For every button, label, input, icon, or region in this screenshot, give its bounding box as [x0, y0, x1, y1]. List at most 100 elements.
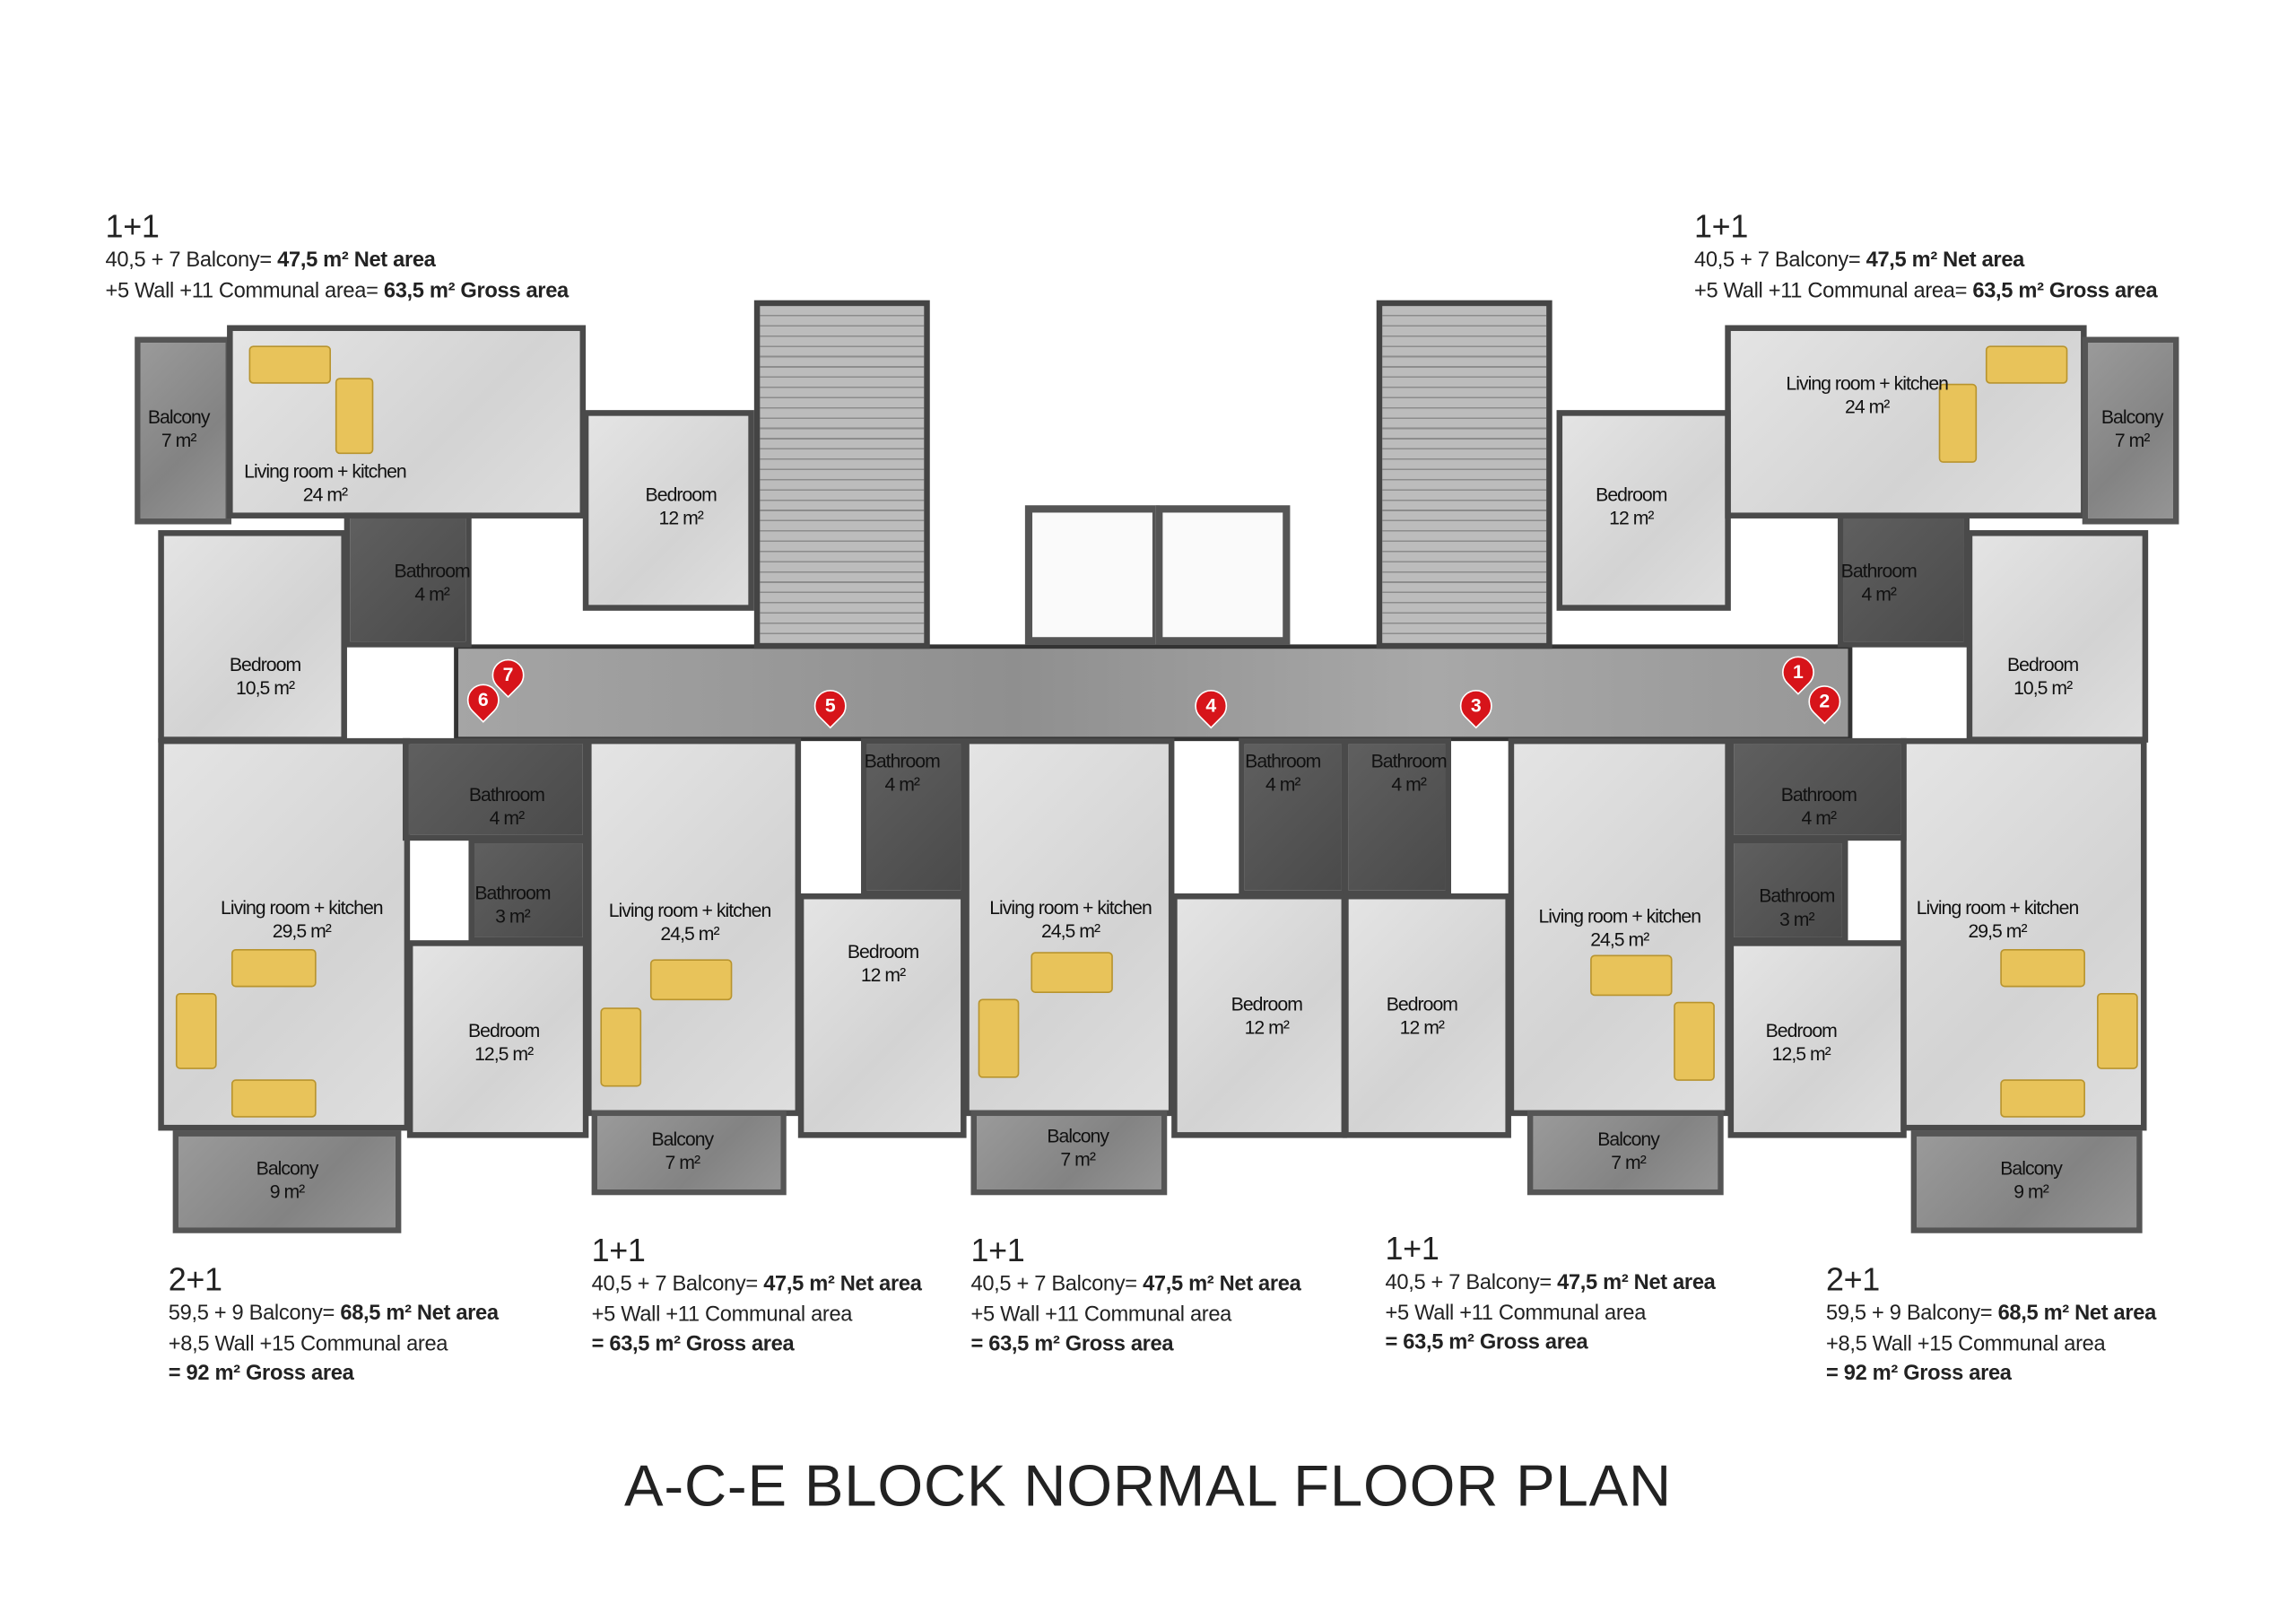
gross-formula: +5 Wall +11 Communal area= [105, 279, 378, 303]
room-balcony [172, 1130, 402, 1233]
room-balcony [970, 1110, 1168, 1196]
room-bathroom [402, 737, 589, 841]
gross-area: 63,5 m² Gross area [1972, 279, 2158, 303]
unit-info-bottom-4: 1+1 40,5 + 7 Balcony= 47,5 m² Net area +… [1386, 1230, 1716, 1358]
gross-formula: +5 Wall +11 Communal area [970, 1302, 1232, 1327]
sofa-icon [335, 378, 374, 455]
room-balcony [135, 336, 231, 525]
unit-type: 1+1 [591, 1232, 646, 1268]
sofa-icon [2097, 992, 2138, 1069]
sofa-icon [1938, 383, 1978, 463]
sofa-icon [248, 345, 331, 384]
unit-info-top-right: 1+1 40,5 + 7 Balcony= 47,5 m² Net area +… [1694, 207, 2158, 306]
room-bedroom [406, 940, 589, 1138]
unit-type: 2+1 [168, 1260, 222, 1298]
net-area: 47,5 m² Net area [1557, 1271, 1716, 1295]
room-bedroom [1556, 410, 1731, 611]
net-formula: 59,5 + 9 Balcony= [1825, 1302, 1993, 1326]
room-balcony [1910, 1130, 2143, 1233]
room-bedroom [582, 410, 754, 611]
net-formula: 59,5 + 9 Balcony= [168, 1302, 335, 1326]
room-bathroom [1838, 512, 1970, 648]
sofa-icon [230, 948, 317, 988]
gross-area: = 92 m² Gross area [168, 1362, 354, 1386]
corridor [454, 644, 1853, 742]
gross-area: 63,5 m² Gross area [383, 279, 569, 303]
net-area: 68,5 m² Net area [340, 1302, 499, 1326]
sofa-icon [1985, 345, 2068, 384]
room-bathroom [468, 837, 589, 944]
net-formula: 40,5 + 7 Balcony= [970, 1272, 1137, 1296]
sofa-icon [978, 998, 1020, 1078]
net-formula: 40,5 + 7 Balcony= [1385, 1271, 1552, 1295]
net-formula: 40,5 + 7 Balcony= [105, 248, 273, 273]
unit-info-bottom-5: 2+1 59,5 + 9 Balcony= 68,5 m² Net area +… [1826, 1261, 2156, 1390]
net-area: 47,5 m² Net area [1866, 248, 2025, 273]
unit-info-bottom-3: 1+1 40,5 + 7 Balcony= 47,5 m² Net area +… [970, 1232, 1300, 1360]
gross-formula: +8,5 Wall +15 Communal area [168, 1331, 448, 1356]
gross-formula: +5 Wall +11 Communal area [1385, 1301, 1647, 1325]
room-bedroom [1727, 940, 1907, 1138]
elevator-right [1155, 505, 1291, 645]
gross-area: = 63,5 m² Gross area [970, 1332, 1174, 1356]
sofa-icon [2000, 1079, 2085, 1118]
net-formula: 40,5 + 7 Balcony= [591, 1272, 759, 1296]
unit-type: 1+1 [105, 207, 160, 245]
net-area: 47,5 m² Net area [763, 1272, 922, 1296]
room-bathroom [1727, 837, 1848, 944]
net-formula: 40,5 + 7 Balcony= [1694, 248, 1861, 273]
sofa-icon [649, 959, 733, 1001]
unit-info-bottom-1: 2+1 59,5 + 9 Balcony= 68,5 m² Net area +… [169, 1261, 499, 1390]
sofa-icon [230, 1079, 317, 1118]
room-bathroom [344, 512, 472, 648]
room-balcony [591, 1110, 787, 1196]
gross-area: = 63,5 m² Gross area [1385, 1331, 1588, 1355]
net-area: 47,5 m² Net area [1143, 1272, 1301, 1296]
gross-area: = 63,5 m² Gross area [591, 1332, 795, 1356]
room-bedroom [158, 530, 347, 743]
unit-info-bottom-2: 1+1 40,5 + 7 Balcony= 47,5 m² Net area +… [592, 1232, 922, 1360]
staircase-left [753, 300, 930, 649]
elevator-left [1024, 505, 1161, 645]
gross-formula: +5 Wall +11 Communal area= [1694, 279, 1968, 303]
sofa-icon [1674, 1001, 1715, 1081]
unit-info-top-left: 1+1 40,5 + 7 Balcony= 47,5 m² Net area +… [105, 207, 570, 306]
room-balcony [1526, 1110, 1724, 1196]
gross-formula: +5 Wall +11 Communal area [591, 1302, 853, 1327]
room-bedroom [1171, 893, 1348, 1138]
room-balcony [2082, 336, 2179, 525]
sofa-icon [600, 1007, 642, 1087]
room-bedroom [1966, 530, 2149, 743]
gross-area: = 92 m² Gross area [1825, 1362, 2012, 1386]
unit-type: 1+1 [1694, 207, 1748, 245]
gross-formula: +8,5 Wall +15 Communal area [1825, 1331, 2106, 1356]
